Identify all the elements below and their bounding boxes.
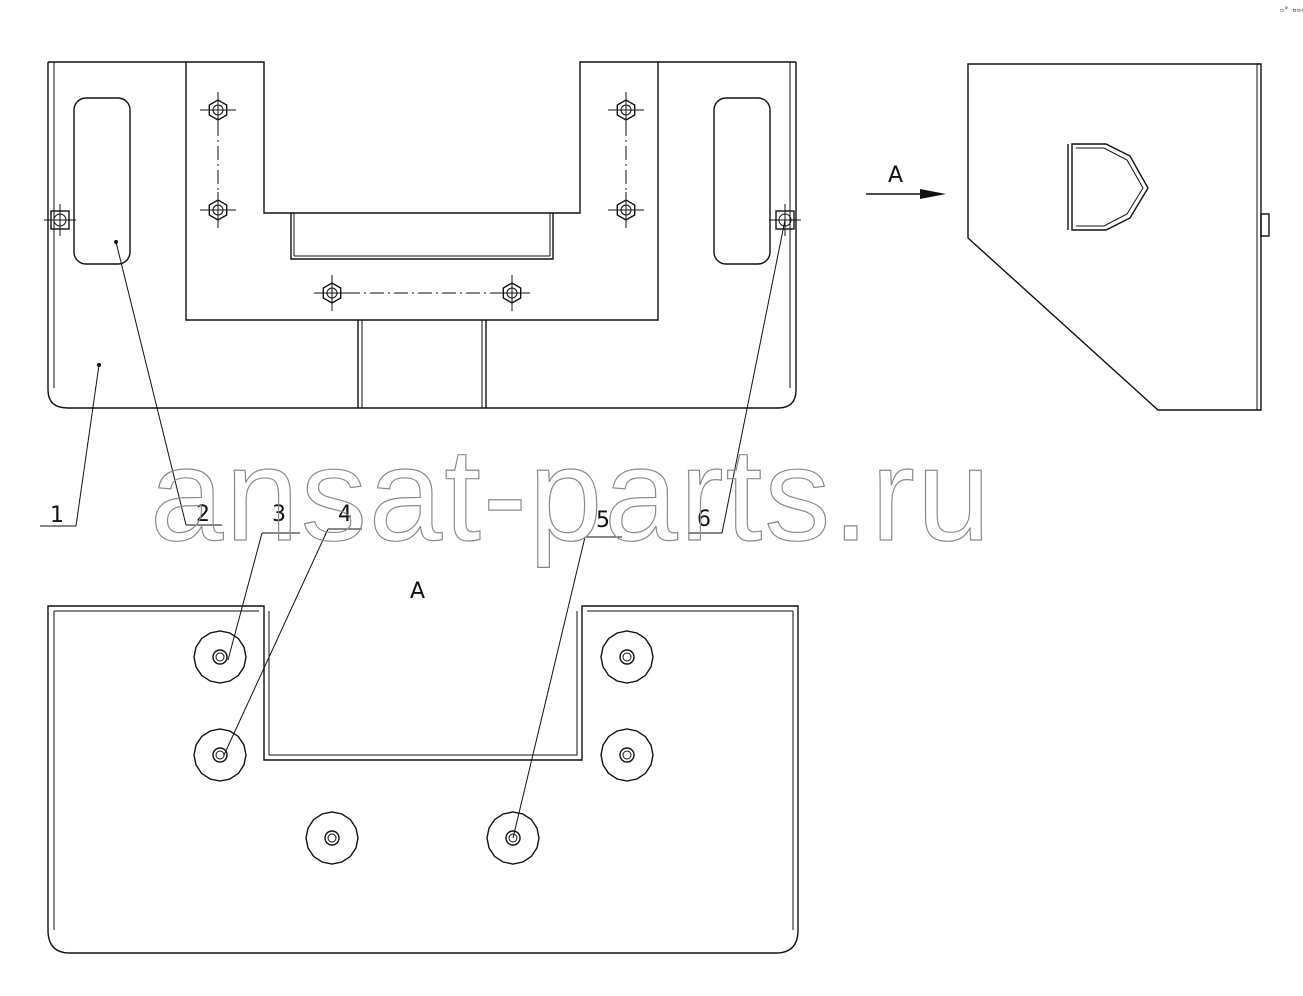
callout-4: 4	[338, 502, 352, 527]
callout-1: 1	[50, 503, 64, 528]
leader-lines	[40, 219, 786, 839]
washer	[193, 728, 247, 782]
washer	[600, 630, 654, 684]
hex-nut	[314, 275, 350, 311]
washer	[193, 630, 247, 684]
callout-5: 5	[596, 508, 610, 533]
washer	[486, 811, 540, 865]
corner-mark: ▫° ▫▫▫	[1280, 6, 1303, 14]
front-plate-outline	[47, 62, 797, 409]
u-bracket	[185, 61, 659, 321]
slot-right	[713, 97, 771, 265]
side-bolt-left	[44, 204, 76, 236]
callout-2: 2	[196, 502, 210, 527]
view-arrow-label: A	[888, 163, 903, 188]
hex-nut	[494, 275, 530, 311]
side-bolt-stub	[1260, 213, 1270, 237]
bracket-channel	[290, 213, 554, 260]
front-view	[44, 61, 801, 409]
washer	[600, 728, 654, 782]
callout-3: 3	[272, 502, 286, 527]
hex-nut	[200, 192, 236, 228]
callout-6: 6	[697, 507, 711, 532]
hex-nut	[608, 192, 644, 228]
view-a-inner-outline	[53, 610, 794, 930]
slot-left	[73, 97, 131, 265]
view-a	[47, 605, 799, 954]
hex-nut	[200, 92, 236, 128]
front-nuts	[200, 92, 644, 311]
hex-nut	[608, 92, 644, 128]
side-plate-outline	[967, 63, 1262, 411]
view-a-washers	[193, 630, 654, 865]
view-a-plate-outline	[47, 605, 799, 954]
watermark: ansat-parts.ru	[150, 421, 992, 568]
center-tongue	[357, 320, 487, 408]
side-view	[967, 63, 1270, 411]
view-title: A	[410, 579, 425, 604]
d-shape-bracket	[1067, 143, 1149, 231]
washer	[305, 811, 359, 865]
view-arrow: A	[866, 163, 946, 199]
